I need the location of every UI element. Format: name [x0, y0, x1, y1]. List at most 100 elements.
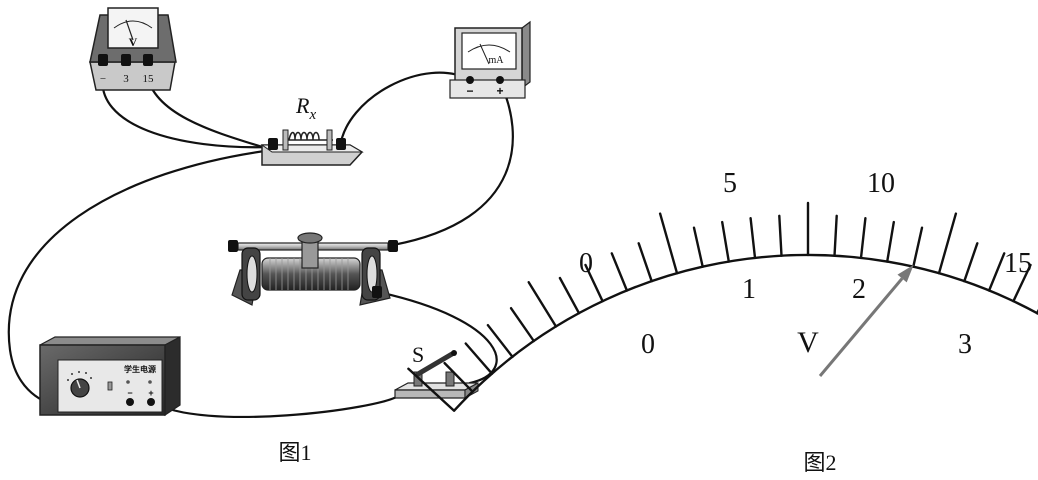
power-supply-top [39, 336, 181, 346]
voltmeter-terminal-posts [98, 54, 153, 66]
voltmeter-terminal-15: 15 [143, 73, 155, 85]
scale-tick [637, 242, 653, 283]
wire-supply-plus-to-switch [151, 393, 402, 419]
resistor-right-post [326, 129, 333, 151]
milliammeter-terminal-post-minus [466, 76, 474, 84]
scale-tick [778, 214, 783, 257]
rheostat-slider-contact[interactable] [301, 241, 319, 269]
resistor-symbol: R [295, 93, 310, 118]
figure1: V − 3 15 mA − + [7, 7, 531, 465]
milliammeter-scale-arc [467, 44, 511, 53]
scale-tick [912, 226, 924, 268]
figure2-caption: 图2 [803, 450, 836, 475]
scale-tick [658, 212, 679, 275]
scale-ticks [407, 201, 1038, 412]
voltmeter-terminal-minus: − [100, 73, 106, 85]
wire-switch-to-rheostat [376, 290, 498, 385]
power-supply-side [164, 336, 181, 417]
switch-base-front [394, 389, 466, 399]
scale-tick [443, 361, 474, 393]
power-supply-name-label: 学生电源 [124, 364, 156, 374]
rheostat-lower-terminal [372, 286, 382, 298]
voltmeter-unit-label: V [129, 35, 138, 49]
milliammeter-needle [479, 43, 490, 65]
scale-unit-label: V [797, 326, 819, 359]
scale-tick [486, 324, 514, 358]
power-supply-knob-pointer [76, 379, 81, 389]
voltmeter-scale-arc [113, 20, 153, 29]
scale-tick [407, 367, 456, 412]
power-supply[interactable]: 学生电源 − + [39, 336, 181, 417]
voltmeter-terminal-3: 3 [123, 73, 129, 85]
power-supply-terminal-plus: + [148, 388, 153, 398]
rheostat-slider-knob[interactable] [297, 232, 323, 244]
switch-s[interactable]: S [394, 342, 479, 399]
inner-scale-label-3: 3 [958, 329, 972, 360]
resistor-left-post [282, 129, 289, 151]
outer-scale-label-5: 5 [723, 168, 737, 199]
wire-milliammeter-minus-to-rheostat [391, 80, 514, 247]
scale-tick [610, 252, 629, 292]
rheostat-left-bar-terminal [228, 240, 238, 252]
milliammeter-terminal-plus: + [496, 84, 503, 98]
milliammeter-terminal-minus: − [466, 84, 473, 98]
power-supply-knob-scale-dots [67, 371, 92, 381]
scale-tick [558, 276, 581, 315]
figure1-caption: 图1 [278, 440, 311, 465]
scale-tick [963, 242, 979, 283]
scale-tick [692, 226, 704, 268]
inner-scale-label-1: 1 [742, 274, 756, 305]
scale-tick [937, 212, 958, 275]
milliammeter-terminal-post-plus [496, 76, 504, 84]
power-supply-switch[interactable] [107, 381, 113, 391]
figure2-voltmeter-scale: 0 5 10 15 0 1 2 3 V 图2 [407, 168, 1038, 475]
scale-tick [464, 342, 494, 375]
rheostat-coil-windings [269, 258, 349, 290]
scale-labels: 0 5 10 15 0 1 2 3 [579, 168, 1032, 360]
outer-scale-label-10: 10 [867, 168, 895, 199]
switch-contact-post [445, 371, 455, 387]
resistor-coil [288, 131, 320, 141]
switch-handle[interactable] [451, 350, 457, 356]
resistor-left-terminal [268, 138, 278, 150]
scale-tick [584, 263, 604, 303]
switch-blade[interactable] [415, 351, 455, 377]
scale-pointer [818, 264, 914, 377]
power-supply-indicator-1 [126, 380, 130, 384]
resistor-subscript: x [308, 107, 316, 123]
scale-tick [987, 252, 1006, 292]
resistor-right-terminal [336, 138, 346, 150]
scale-tick [509, 307, 535, 343]
scale-tick [833, 214, 838, 257]
power-supply-plus-post [147, 398, 155, 406]
outer-scale-label-15: 15 [1004, 248, 1032, 279]
scale-tick [749, 216, 757, 260]
power-supply-terminal-minus: − [127, 388, 132, 398]
outer-scale-label-0: 0 [579, 248, 593, 279]
scale-tick [859, 216, 867, 260]
voltmeter-needle [125, 19, 134, 41]
resistor-rx[interactable]: Rx [260, 93, 364, 166]
pointer-needle [818, 277, 904, 377]
milliammeter[interactable]: mA − + [449, 20, 531, 99]
power-supply-indicator-2 [148, 380, 152, 384]
rheostat-right-bar-terminal [388, 240, 398, 252]
switch-label: S [412, 342, 424, 367]
milliammeter-side [521, 20, 531, 90]
scale-tick [721, 220, 730, 263]
voltmeter[interactable]: V − 3 15 [89, 7, 177, 91]
power-supply-minus-post [126, 398, 134, 406]
milliammeter-unit-label: mA [489, 55, 505, 66]
scale-tick [886, 220, 895, 263]
inner-scale-label-0: 0 [641, 329, 655, 360]
wire-resistor-to-milliammeter-plus [338, 71, 472, 150]
wire-voltmeter-minus-to-resistor [101, 73, 274, 149]
scale-tick [1012, 263, 1032, 303]
rheostat[interactable] [228, 232, 398, 306]
inner-scale-label-2: 2 [852, 274, 866, 305]
rheostat-left-end-face [246, 255, 258, 293]
milliammeter-terminal-strip [449, 79, 526, 99]
pointer-arrowhead [897, 264, 914, 283]
scale-tick [527, 281, 558, 328]
